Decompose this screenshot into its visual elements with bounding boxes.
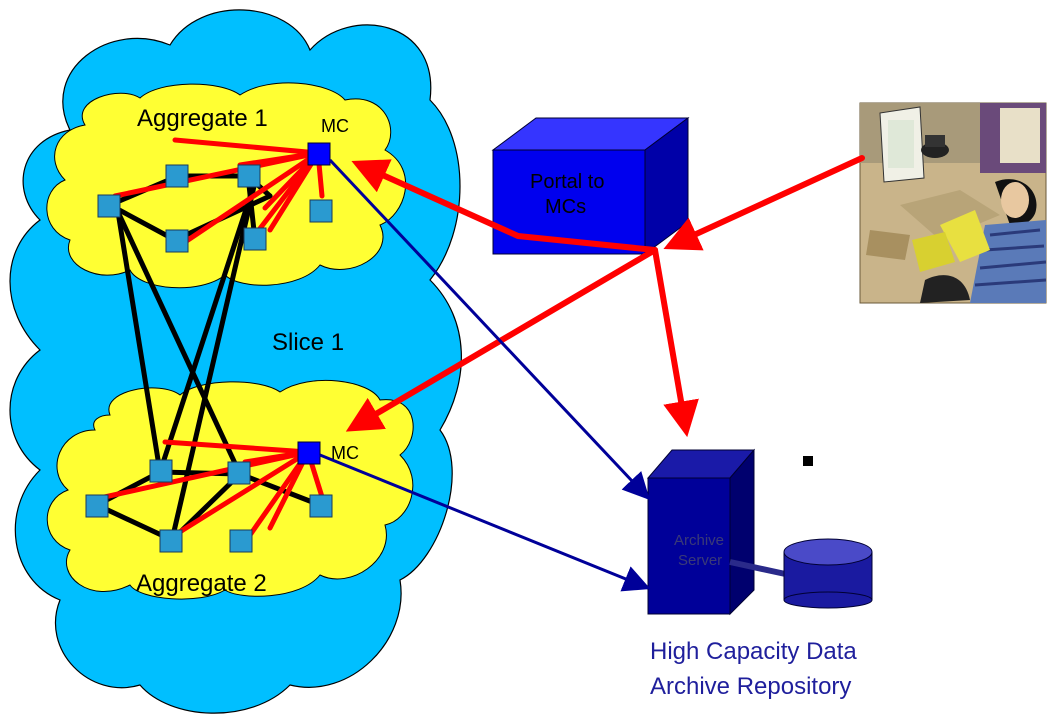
mc-node-aggregate-1 bbox=[307, 142, 331, 166]
portal-to-mc2-arrow bbox=[345, 247, 658, 432]
mc2-to-archive-arrow bbox=[319, 453, 651, 592]
mc-node-aggregate-2 bbox=[297, 441, 321, 465]
node bbox=[237, 164, 261, 188]
aggregate-2-label: Aggregate 2 bbox=[136, 570, 267, 597]
slice-link bbox=[157, 179, 258, 475]
mc-link bbox=[172, 137, 321, 156]
repository-disk bbox=[783, 538, 873, 609]
portal-to-mc1-arrow bbox=[351, 159, 658, 253]
archive-label-line2: Server bbox=[678, 552, 722, 569]
mc-link bbox=[237, 150, 321, 168]
node bbox=[165, 229, 189, 253]
slice-link bbox=[115, 209, 163, 475]
node bbox=[165, 164, 189, 188]
mc-label-bottom: MC bbox=[331, 443, 359, 463]
node bbox=[149, 459, 173, 483]
aggregate-1-label: Aggregate 1 bbox=[137, 105, 268, 132]
aggregate-2-nodes bbox=[85, 459, 333, 553]
slice-link bbox=[115, 209, 243, 477]
portal-label-line2: MCs bbox=[545, 196, 586, 218]
node bbox=[97, 194, 121, 218]
archive-label-line1: Archive bbox=[674, 532, 724, 549]
node bbox=[229, 529, 253, 553]
mc-link bbox=[267, 150, 321, 233]
node bbox=[243, 227, 267, 251]
node bbox=[159, 529, 183, 553]
mc-link bbox=[182, 150, 321, 245]
server-cable bbox=[729, 559, 791, 578]
aggregate-1-cloud bbox=[46, 82, 406, 289]
portal-box bbox=[491, 117, 690, 255]
user-clipart-icon bbox=[859, 102, 1047, 304]
mc-link bbox=[167, 449, 311, 541]
black-square-marker bbox=[803, 456, 813, 466]
user-to-portal-arrow bbox=[663, 155, 865, 251]
control-arrows bbox=[345, 155, 865, 438]
data-arrows bbox=[319, 158, 651, 592]
node bbox=[309, 199, 333, 223]
repository-label-line2: Archive Repository bbox=[650, 673, 851, 700]
slice-link bbox=[157, 469, 243, 477]
mc-link bbox=[162, 439, 311, 455]
slice-link bbox=[107, 202, 178, 243]
mc1-to-archive-arrow bbox=[328, 158, 650, 500]
slice-label: Slice 1 bbox=[272, 329, 344, 356]
aggregate-2-cloud bbox=[46, 380, 414, 600]
portal-to-archive-arrow bbox=[652, 247, 699, 438]
mc-label-top: MC bbox=[321, 116, 349, 136]
node bbox=[85, 494, 109, 518]
portal-label-line1: Portal to bbox=[530, 171, 604, 193]
mc-link bbox=[267, 449, 311, 531]
aggregate-1-nodes bbox=[97, 164, 333, 253]
repository-label-line1: High Capacity Data bbox=[650, 638, 857, 665]
node bbox=[227, 461, 251, 485]
archive-server bbox=[646, 448, 756, 616]
node bbox=[309, 494, 333, 518]
